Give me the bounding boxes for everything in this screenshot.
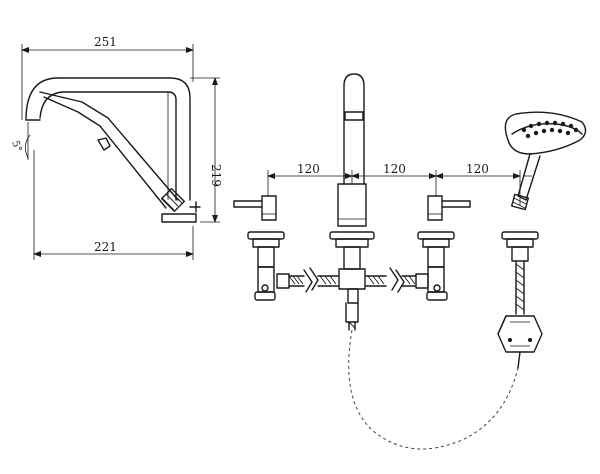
dim-251-label: 251	[94, 35, 117, 49]
right-valve	[417, 195, 471, 301]
angle-indicator: 5°	[9, 122, 31, 160]
spacing-right-label: 120	[466, 162, 489, 176]
side-view-faucet: 251 219 221 5°	[9, 35, 223, 260]
left-valve	[233, 195, 285, 301]
hose-weight	[497, 315, 543, 369]
central-spout	[337, 73, 367, 227]
dimension-251: 251	[21, 35, 194, 120]
shower-holder	[501, 231, 539, 315]
faucet-base	[160, 187, 201, 223]
spout-outline	[25, 77, 191, 201]
left-hose	[276, 267, 339, 293]
dimension-219: 219	[190, 77, 223, 223]
hand-shower	[504, 111, 587, 211]
dim-221-label: 221	[94, 240, 117, 254]
dim-219-label: 219	[209, 164, 223, 187]
spacing-dimensions: 120 120 120	[267, 162, 521, 205]
spacing-left-label: 120	[297, 162, 320, 176]
central-hose	[348, 321, 356, 331]
shower-nozzles	[521, 120, 579, 139]
right-hose	[365, 267, 429, 293]
central-mixer-block	[329, 231, 375, 323]
angle-label: 5°	[9, 139, 23, 153]
shower-hose-dashed	[348, 329, 519, 450]
lever-handle	[39, 91, 179, 209]
dimension-221: 221	[33, 150, 194, 260]
spacing-middle-label: 120	[383, 162, 406, 176]
